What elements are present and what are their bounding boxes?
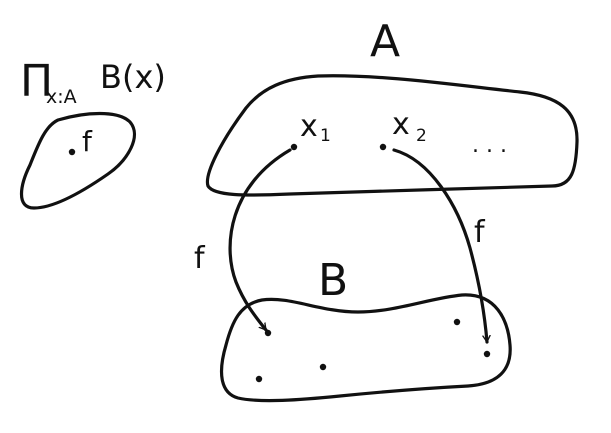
set-b-element-dot-3 <box>483 350 491 358</box>
function-element-label: f <box>82 125 93 158</box>
arrow-left-label: f <box>194 241 206 276</box>
set-a-element-x1-dot <box>290 143 298 151</box>
set-a-element-x2-subscript: 2 <box>416 126 427 146</box>
set-b-title: B <box>318 255 348 306</box>
set-a-element-x1-subscript: 1 <box>320 126 331 146</box>
arrow-x2-to-b <box>392 148 487 344</box>
set-a-element-x2-label: x <box>392 107 410 142</box>
set-b: B <box>219 255 512 403</box>
pi-type-label: Π x:A B(x) <box>20 56 166 108</box>
set-a-ellipsis: . . . <box>472 133 507 158</box>
set-b-element-dot-2 <box>453 318 461 326</box>
set-a: A x 1 x 2 . . . <box>205 16 579 197</box>
set-a-element-x2-dot <box>379 143 387 151</box>
set-a-outline <box>205 74 579 197</box>
set-b-outline <box>219 293 512 403</box>
arrows: f f <box>194 148 487 344</box>
arrow-x1-to-b <box>228 148 292 332</box>
pi-body: B(x) <box>100 58 166 96</box>
function-element-dot <box>68 148 76 156</box>
pi-binder: x:A <box>46 86 77 108</box>
set-b-element-dot-4 <box>255 375 263 383</box>
arrow-right-label: f <box>474 215 486 250</box>
function-blob-outline <box>19 111 136 210</box>
set-a-element-x1-label: x <box>300 109 318 144</box>
function-blob: f <box>19 111 136 210</box>
set-b-element-dot-5 <box>319 363 327 371</box>
pi-symbol: Π <box>20 56 53 107</box>
set-a-title: A <box>370 16 400 67</box>
